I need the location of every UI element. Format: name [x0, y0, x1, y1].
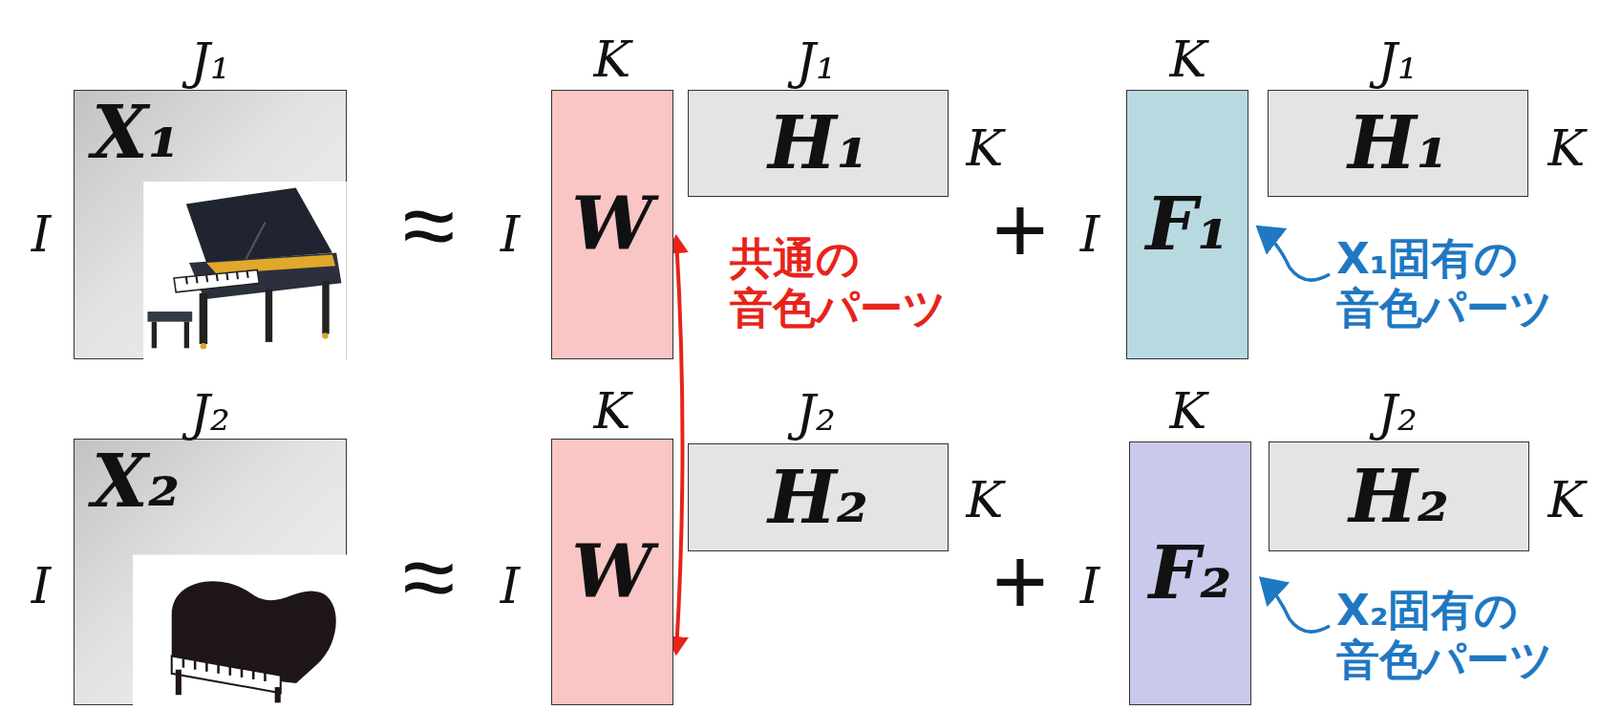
operator-symbol: + — [992, 181, 1048, 278]
matrix-symbol: H₁ — [1347, 106, 1449, 180]
callout-note: 共通の 音色パーツ — [729, 234, 969, 334]
dimension-label: K — [594, 34, 632, 85]
operator-symbol: + — [992, 533, 1048, 629]
dimension-label: I — [31, 209, 52, 259]
operator-symbol: ≈ — [403, 176, 456, 273]
shared-link-arrow — [676, 237, 683, 652]
data-matrix: X₁ — [73, 89, 347, 360]
matrix-symbol: X₁ — [91, 96, 180, 170]
dimension-label: K — [1170, 385, 1208, 436]
activation-matrix: H₂ — [1268, 441, 1530, 552]
matrix-symbol: W — [571, 535, 653, 609]
shared-basis-matrix: W — [551, 438, 674, 705]
shared-basis-matrix: W — [551, 89, 674, 360]
dimension-label: J₁ — [1377, 36, 1418, 86]
dimension-label: J₁ — [795, 36, 836, 86]
grand-piano-illustration — [143, 181, 347, 360]
dimension-label: K — [1548, 123, 1586, 173]
dimension-label: J₁ — [190, 36, 231, 86]
activation-matrix: H₂ — [687, 443, 949, 552]
specific-basis-matrix: F₁ — [1126, 89, 1249, 360]
dimension-label: J₂ — [795, 387, 836, 438]
dimension-label: K — [594, 385, 632, 436]
matrix-symbol: H₂ — [1348, 460, 1450, 534]
matrix-symbol: X₂ — [91, 445, 180, 518]
dimension-label: K — [1170, 34, 1208, 85]
activation-matrix: H₁ — [687, 89, 949, 197]
grand-piano-illustration — [132, 554, 347, 706]
dimension-label: K — [966, 474, 1004, 525]
leader-line — [1260, 229, 1330, 280]
callout-note: X₂固有の 音色パーツ — [1336, 585, 1576, 685]
leader-line — [1263, 580, 1330, 632]
matrix-symbol: W — [571, 188, 653, 261]
dimension-label: I — [500, 209, 521, 259]
matrix-symbol: F₂ — [1148, 536, 1232, 610]
matrix-symbol: H₂ — [768, 461, 869, 534]
dimension-label: I — [500, 560, 521, 611]
dimension-label: K — [1548, 474, 1586, 525]
dimension-label: I — [31, 560, 52, 611]
specific-basis-matrix: F₂ — [1129, 441, 1252, 705]
matrix-symbol: H₁ — [768, 106, 869, 180]
dimension-label: J₂ — [190, 387, 231, 438]
matrix-symbol: F₁ — [1145, 188, 1229, 261]
dimension-label: I — [1080, 560, 1101, 611]
dimension-label: K — [966, 123, 1004, 173]
operator-symbol: ≈ — [403, 528, 456, 624]
dimension-label: I — [1080, 209, 1101, 259]
data-matrix: X₂ — [73, 438, 347, 705]
activation-matrix: H₁ — [1267, 89, 1529, 197]
callout-note: X₁固有の 音色パーツ — [1336, 234, 1576, 334]
dimension-label: J₂ — [1377, 387, 1418, 438]
